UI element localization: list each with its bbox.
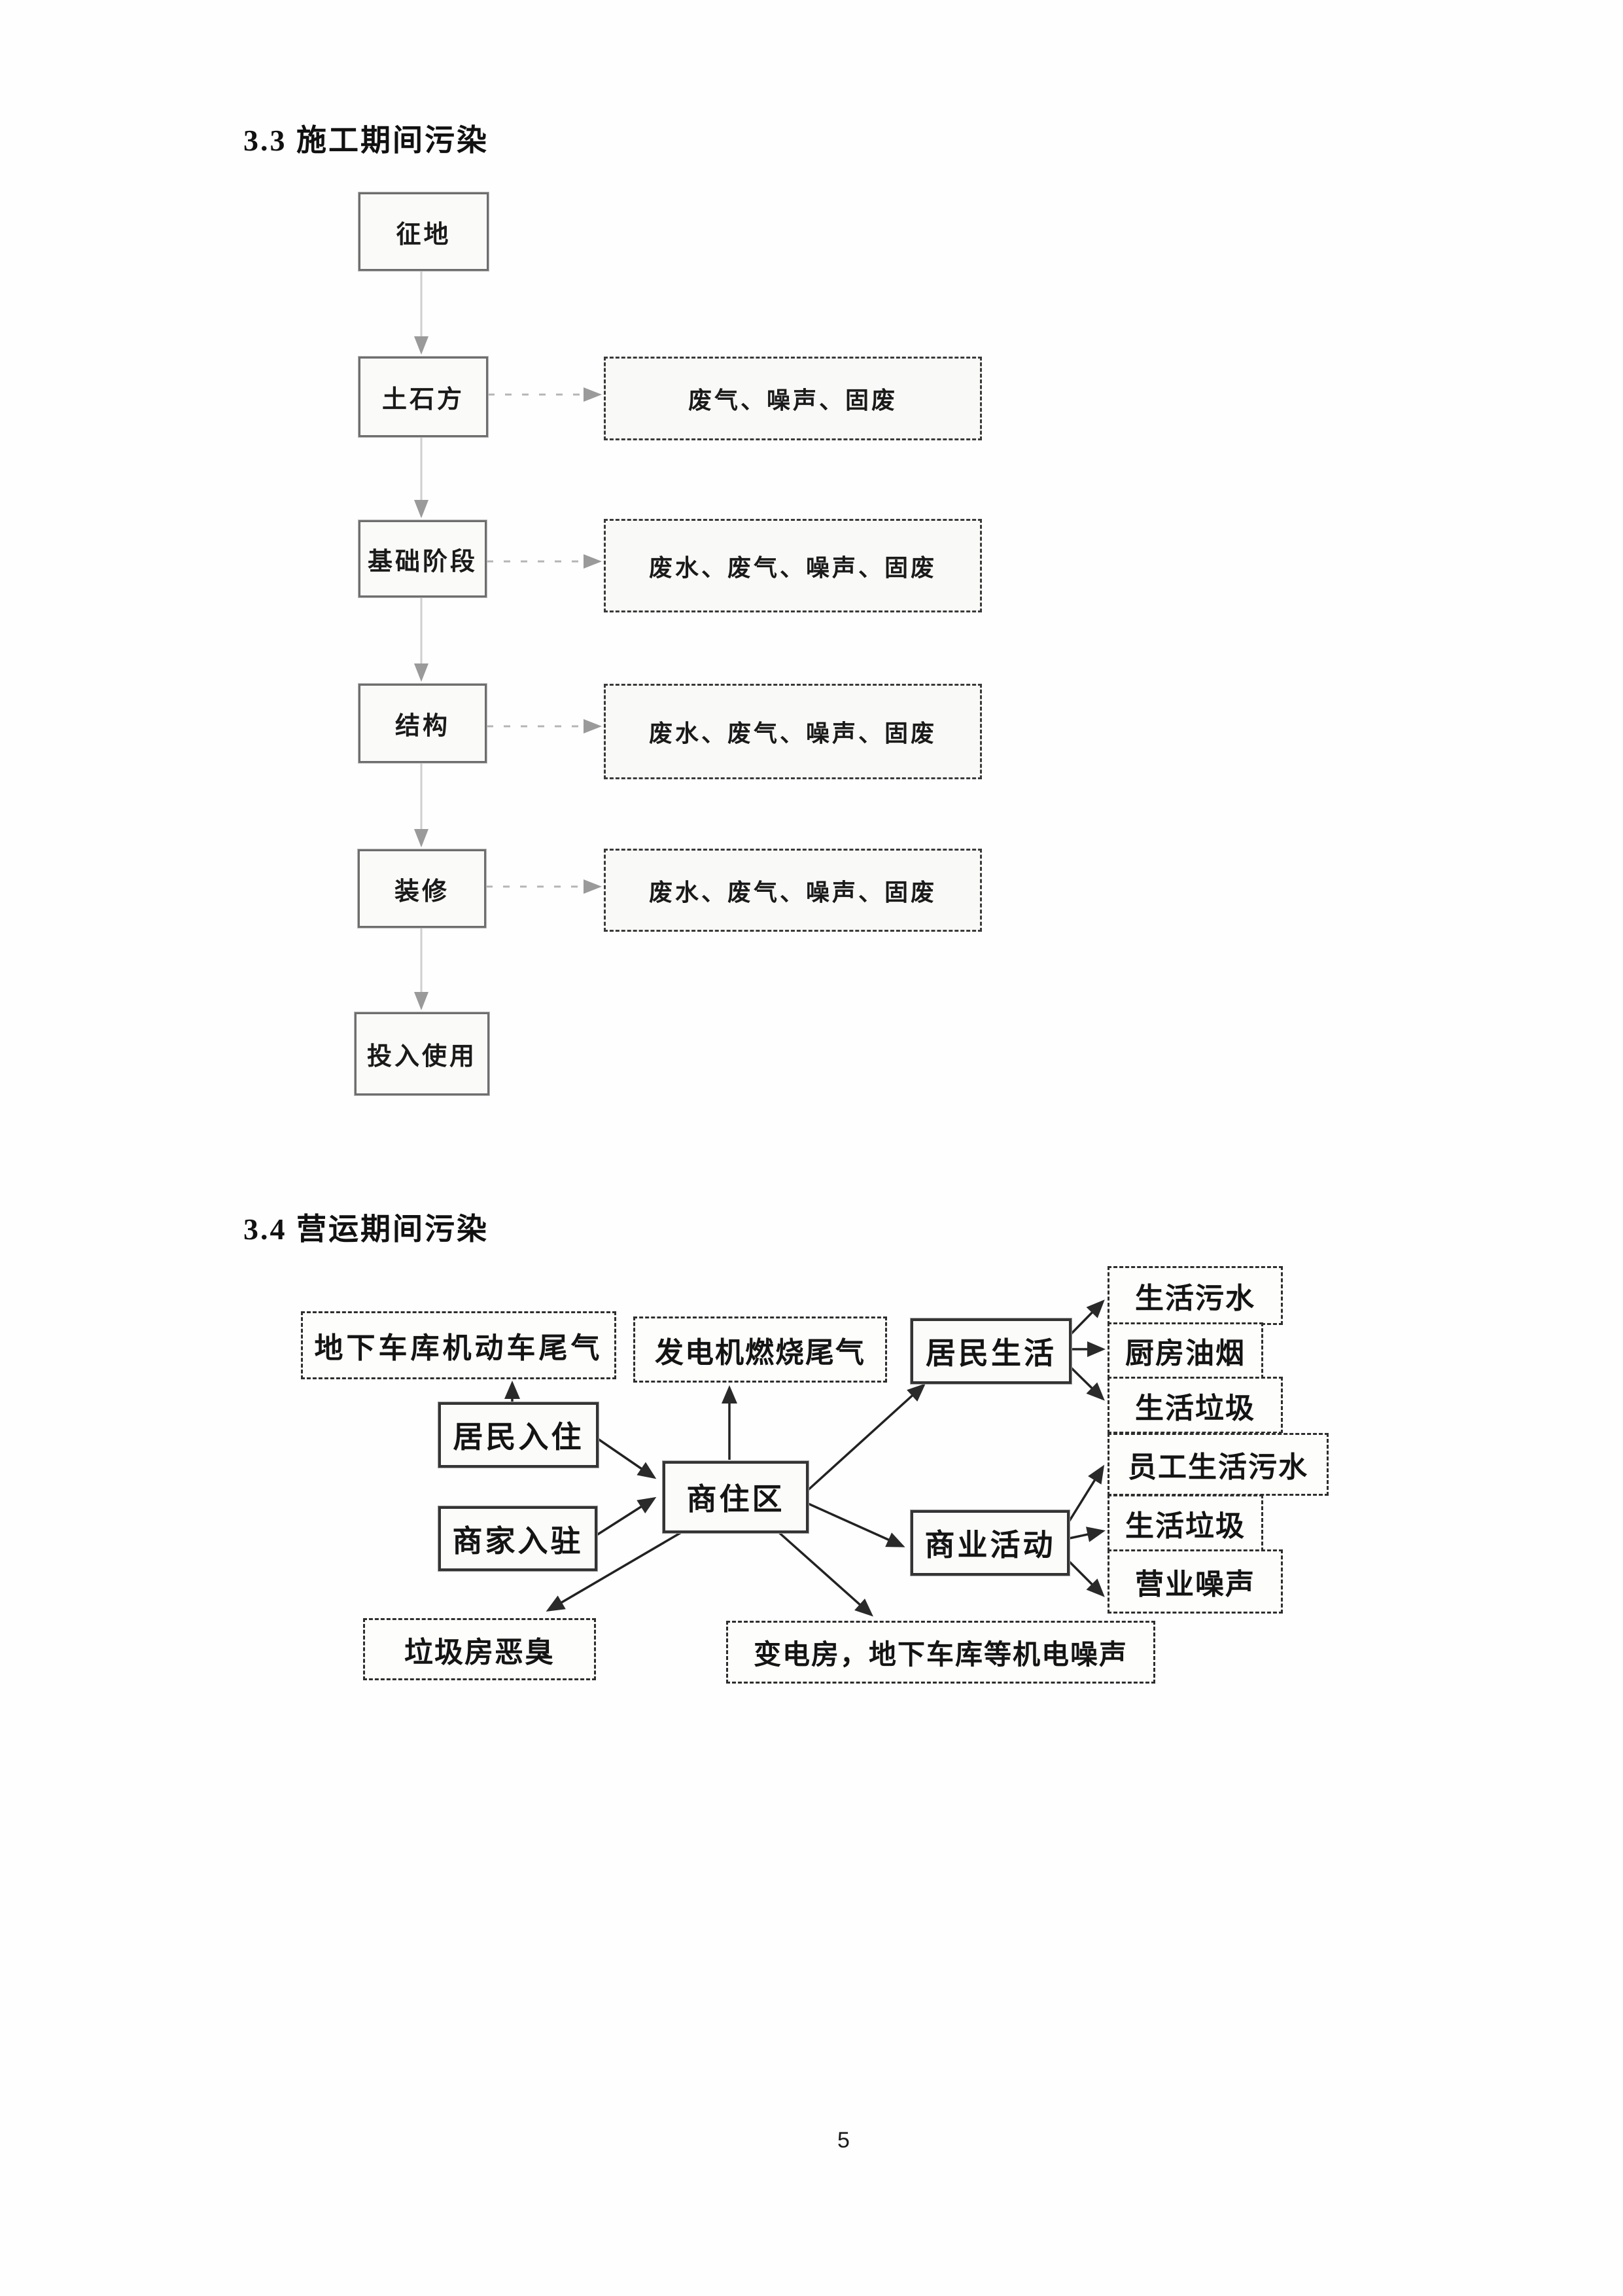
stage-box-land-acquisition: 征地	[358, 192, 489, 271]
arrow-central-to-resident-life	[804, 1383, 926, 1494]
output-box-earthwork-pollution: 废气、噪声、固废	[604, 357, 982, 440]
node-kitchen-fumes: 厨房油烟	[1108, 1322, 1263, 1379]
node-resident-life: 居民生活	[911, 1318, 1072, 1384]
section-3-4-title: 3.4 营运期间污染	[243, 1212, 489, 1246]
node-business-noise: 营业噪声	[1108, 1549, 1283, 1614]
output-box-structure-pollution: 废水、废气、噪声、固废	[604, 684, 982, 779]
section-3-3-title: 3.3 施工期间污染	[243, 124, 489, 157]
node-merchant-movein: 商家入驻	[438, 1506, 597, 1571]
node-domestic-garbage-residents: 生活垃圾	[1108, 1377, 1283, 1434]
node-mechanical-noise: 变电房，地下车库等机电噪声	[726, 1621, 1155, 1684]
node-resident-movein: 居民入住	[438, 1402, 599, 1468]
arrow-merchants-to-central	[594, 1496, 657, 1538]
node-garage-exhaust: 地下车库机动车尾气	[301, 1311, 616, 1379]
arrow-resident-life-to-sewage	[1067, 1299, 1105, 1338]
arrow-residents-to-central	[595, 1436, 657, 1479]
output-box-foundation-pollution: 废水、废气、噪声、固废	[604, 519, 982, 612]
stage-output-arrows	[486, 387, 602, 894]
node-commercial-activity: 商业活动	[911, 1510, 1070, 1576]
output-box-decoration-pollution: 废水、废气、噪声、固废	[604, 849, 982, 932]
node-garbage-odor: 垃圾房恶臭	[363, 1618, 596, 1680]
stage-box-put-into-use: 投入使用	[355, 1012, 489, 1095]
stage-box-structure: 结构	[358, 684, 487, 763]
node-domestic-garbage-commercial: 生活垃圾	[1108, 1494, 1263, 1551]
stage-box-foundation: 基础阶段	[358, 520, 487, 597]
arrow-commercial-to-business-noise	[1065, 1557, 1105, 1597]
arrow-commercial-to-garbage	[1066, 1527, 1106, 1542]
arrow-commercial-to-staff-sewage	[1065, 1464, 1105, 1527]
stage-box-earthwork: 土石方	[358, 357, 488, 437]
node-generator-exhaust: 发电机燃烧尾气	[633, 1316, 887, 1383]
arrow-central-to-commercial-activity	[805, 1501, 905, 1547]
page-number: 5	[837, 2128, 850, 2153]
stage-box-decoration: 装修	[358, 849, 486, 928]
node-staff-sewage: 员工生活污水	[1108, 1433, 1329, 1496]
arrow-central-to-mechanical-noise	[774, 1528, 873, 1617]
node-commercial-residential-area: 商住区	[663, 1461, 809, 1533]
arrow-resident-life-to-garbage	[1067, 1364, 1105, 1401]
node-domestic-sewage: 生活污水	[1108, 1266, 1283, 1325]
